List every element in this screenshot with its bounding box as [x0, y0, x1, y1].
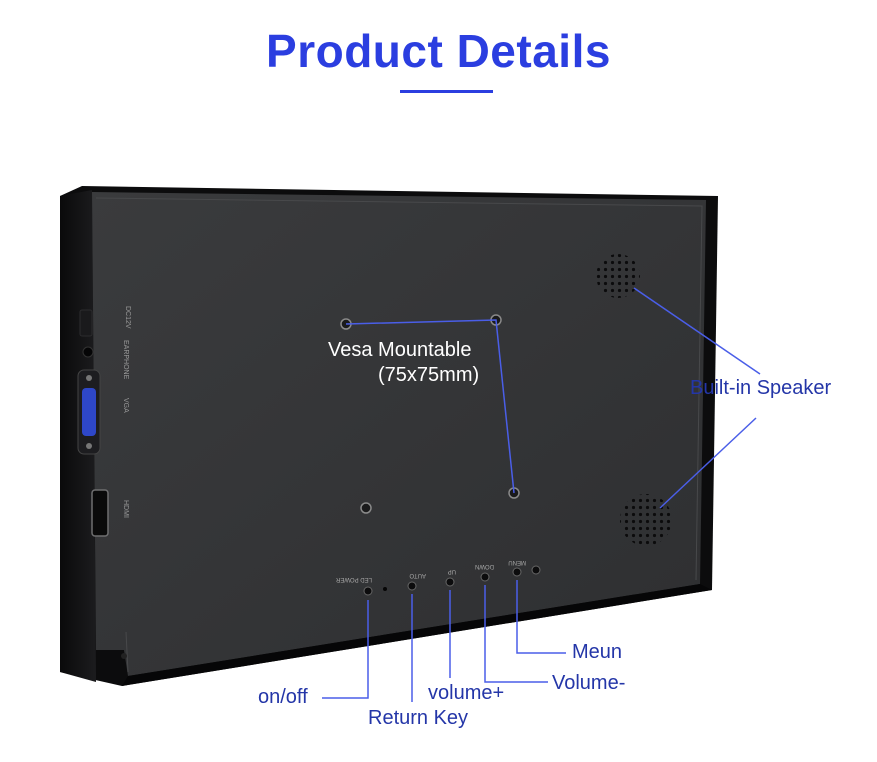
callout-menu: Meun	[572, 641, 623, 663]
button-label: MENU	[508, 559, 526, 565]
hdmi-port-icon	[91, 489, 109, 537]
earphone-jack-icon	[82, 346, 94, 358]
reset-hole	[121, 653, 127, 659]
page-title: Product Details	[266, 25, 611, 77]
callout-volume-up: volume+	[428, 682, 505, 704]
button-label: UP	[448, 568, 456, 574]
dc-jack-icon	[79, 309, 93, 337]
speaker-grille-icon	[620, 494, 672, 546]
control-buttons: LED POWER AUTO UP DOWN MENU	[335, 559, 541, 596]
back-panel	[92, 192, 706, 676]
port-label: EARPHONE	[122, 340, 129, 380]
port-label: VGA	[122, 398, 129, 413]
button-label: LED POWER	[335, 576, 372, 582]
callout-speaker: Built-in Speaker	[690, 377, 832, 399]
side-ports: DC12V EARPHONE VGA HDMI	[77, 306, 131, 659]
vga-port-icon	[77, 369, 101, 455]
callout-return: Return Key	[368, 707, 469, 729]
speaker-grille-icon	[596, 254, 640, 298]
vesa-label-line2: (75x75mm)	[378, 364, 480, 386]
title-underline	[400, 90, 493, 93]
button-label: AUTO	[409, 572, 426, 578]
callout-volume-down: Volume-	[552, 672, 626, 694]
callout-power: on/off	[258, 686, 308, 708]
callout-lines	[322, 287, 761, 702]
port-label: HDMI	[122, 500, 129, 518]
vesa-holes	[340, 314, 520, 514]
port-label: DC12V	[124, 306, 131, 329]
vesa-label-line1: Vesa Mountable	[328, 339, 472, 361]
button-label: DOWN	[475, 563, 494, 569]
